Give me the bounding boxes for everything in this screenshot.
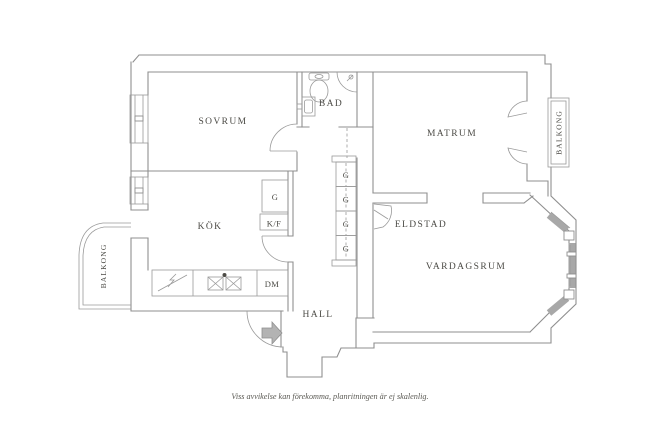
left-windows	[129, 94, 149, 205]
balcony-right-label: BALKONG	[555, 110, 564, 155]
bay-glass-highlight-1	[550, 211, 571, 229]
shower-curtain-arc	[336, 71, 358, 93]
room-labels: SOVRUM BAD MATRUM KÖK ELDSTAD VARDAGSRUM…	[198, 99, 506, 320]
stove-icon	[157, 273, 188, 292]
sovrum-window-icon	[129, 94, 149, 144]
kok-right-wall	[287, 170, 294, 312]
fridge-freezer-label: K/F	[267, 219, 281, 229]
dishwasher-label: DM	[265, 279, 280, 289]
matrum-vardagsrum-wall	[372, 192, 534, 204]
sink-faucet	[296, 103, 303, 110]
sovrum-window-frame	[129, 94, 149, 144]
fridge-freezer-box	[259, 213, 289, 231]
wardrobe-label-3: G	[343, 219, 350, 229]
sink-left-x2	[207, 276, 224, 291]
kok-window-mullion	[134, 187, 144, 194]
bay-corner-post-bottom	[563, 289, 575, 300]
wardrobe-label-2: G	[343, 195, 350, 205]
bay-window-glass-top-icon	[546, 212, 570, 233]
hall-label: HALL	[303, 310, 334, 320]
eldstad-label: ELDSTAD	[395, 220, 447, 230]
wardrobe-label-1: G	[343, 170, 350, 180]
kok-window-frame	[129, 176, 149, 205]
toilet-icon	[308, 72, 330, 103]
entrance-arrow-icon	[261, 320, 283, 346]
balcony-left-label: BALKONG	[99, 244, 108, 289]
exterior-left-wall	[130, 61, 284, 312]
kitchen-sink-icon	[207, 273, 242, 291]
balcony-door-jambs	[130, 209, 149, 239]
fireplace-fan	[373, 203, 392, 230]
matrum-right-wall	[526, 71, 549, 197]
toilet-bowl	[309, 79, 329, 103]
disclaimer-footnote: Viss avvikelse kan förekomma, planritnin…	[231, 392, 428, 401]
bay-window-glass-bottom-icon	[546, 295, 570, 316]
kitchen-fixtures	[151, 179, 289, 297]
shower-head	[348, 74, 354, 80]
matrum-label: MATRUM	[427, 129, 477, 139]
entrance-nook-wall	[282, 346, 357, 378]
fixture-labels: G G G G G K/F DM	[265, 170, 350, 289]
exterior-top-wall	[132, 54, 552, 99]
sink-faucet-dot	[222, 273, 227, 277]
shower-arm	[346, 74, 354, 82]
exterior-right-wall	[373, 166, 577, 344]
sovrum-window-mullion	[134, 115, 144, 122]
balcony-right-outer-rail	[547, 97, 570, 168]
stove-diagonal	[157, 274, 188, 292]
kok-door-arc	[261, 235, 289, 263]
balcony-left: BALKONG	[78, 222, 131, 310]
exterior-walls	[130, 54, 577, 378]
balcony-right: BALKONG	[547, 97, 570, 168]
french-door-leaf-top	[507, 100, 528, 118]
chimney-block	[355, 317, 375, 349]
sovrum-label: SOVRUM	[198, 117, 247, 127]
bay-corner-post-top	[563, 230, 575, 241]
central-spine-wall	[356, 71, 374, 319]
bathroom-fixtures	[296, 71, 358, 158]
toilet-button	[314, 74, 324, 79]
kok-label: KÖK	[198, 220, 223, 232]
stove-zigzag	[167, 273, 177, 288]
entrance-door-icon	[246, 310, 284, 348]
entrance-door-arc	[246, 310, 284, 348]
kitchen-counter	[151, 269, 289, 297]
bay-mullion-1	[566, 251, 577, 257]
balcony-right-inner-rail	[550, 100, 567, 165]
bathroom-sink-icon	[296, 96, 316, 117]
balcony-left-inner-rail	[82, 226, 131, 306]
wardrobe-label-4: G	[343, 244, 350, 254]
balcony-left-outer-rail	[78, 222, 131, 310]
kok-window-icon	[129, 176, 149, 205]
kok-wardrobe-box	[261, 179, 289, 213]
wardrobe-top-cap	[331, 155, 357, 163]
shower-icon	[336, 71, 358, 93]
sink-basin-inner	[304, 99, 313, 114]
bad-label: BAD	[319, 99, 343, 109]
sovrum-door-icon	[269, 123, 298, 152]
kok-wardrobe-label: G	[272, 192, 279, 202]
interior-walls	[130, 71, 570, 333]
sink-bowl-left	[207, 276, 224, 291]
french-door-leaf-bottom	[507, 147, 528, 165]
kok-door-icon	[261, 235, 289, 263]
sovrum-door-arc	[269, 123, 298, 152]
sink-bowl-right	[225, 276, 242, 291]
bay-mullion-2	[566, 273, 577, 279]
toilet-tank	[308, 72, 330, 81]
bay-window	[546, 211, 577, 316]
wardrobe-column	[331, 155, 357, 267]
fireplace-icon	[373, 203, 392, 230]
balcony-french-doors-icon	[507, 100, 528, 165]
wardrobe-bottom-cap	[331, 259, 357, 267]
doors	[246, 100, 528, 348]
vardagsrum-label: VARDAGSRUM	[426, 262, 506, 272]
sink-right-x2	[225, 276, 242, 291]
fireplace-radial	[373, 209, 389, 220]
